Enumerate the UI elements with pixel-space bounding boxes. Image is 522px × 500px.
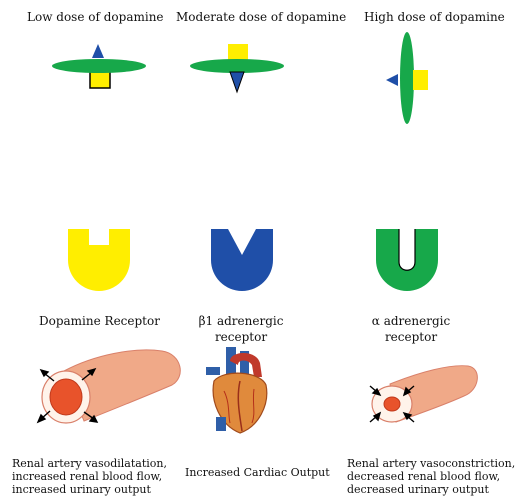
high-dose-label: High dose of dopamine <box>364 10 505 24</box>
dopamine-molecule-body <box>400 32 414 124</box>
beta1-receptor-label-line2: receptor <box>186 330 296 344</box>
caption-line: decreased urinary output <box>347 483 515 496</box>
beta1-binding-triangle <box>230 72 244 92</box>
alpha-receptor-shape <box>376 229 438 291</box>
dopamine-molecule-body <box>190 59 284 73</box>
dopamine-molecule-body <box>52 59 146 73</box>
beta1-receptor-label-line1: β1 adrenergic <box>186 314 296 328</box>
dilated-artery-illustration <box>34 345 204 425</box>
caption-line: increased renal blood flow, <box>12 470 167 483</box>
dopamine-binding-square <box>413 70 428 90</box>
alpha-receptor-label-line1: α adrenergic <box>356 314 466 328</box>
moderate-dose-label: Moderate dose of dopamine <box>176 10 346 24</box>
moderate-dose-molecule <box>188 40 288 100</box>
dopamine-receptor-shape <box>68 229 130 291</box>
high-dose-molecule <box>380 30 440 130</box>
heart-illustration <box>200 347 280 437</box>
low-dose-molecule <box>50 40 150 100</box>
beta1-receptor-shape <box>211 229 273 291</box>
low-dose-label: Low dose of dopamine <box>27 10 164 24</box>
renal-constriction-caption: Renal artery vasoconstriction, decreased… <box>347 457 515 496</box>
caption-line: increased urinary output <box>12 483 167 496</box>
beta1-binding-triangle <box>92 44 104 58</box>
alpha-binding-triangle <box>386 74 398 86</box>
caption-line: Renal artery vasoconstriction, <box>347 457 515 470</box>
caption-line: Renal artery vasodilatation, <box>12 457 167 470</box>
dopamine-receptor-label: Dopamine Receptor <box>39 314 160 328</box>
artery-lumen <box>384 397 400 411</box>
cardiac-output-caption: Increased Cardiac Output <box>185 466 330 479</box>
dopamine-binding-square <box>228 44 248 60</box>
alpha-receptor-label-line2: receptor <box>356 330 466 344</box>
caption-line: decreased renal blood flow, <box>347 470 515 483</box>
renal-dilation-caption: Renal artery vasodilatation, increased r… <box>12 457 167 496</box>
constricted-artery-illustration <box>360 350 510 430</box>
artery-lumen <box>50 379 82 415</box>
